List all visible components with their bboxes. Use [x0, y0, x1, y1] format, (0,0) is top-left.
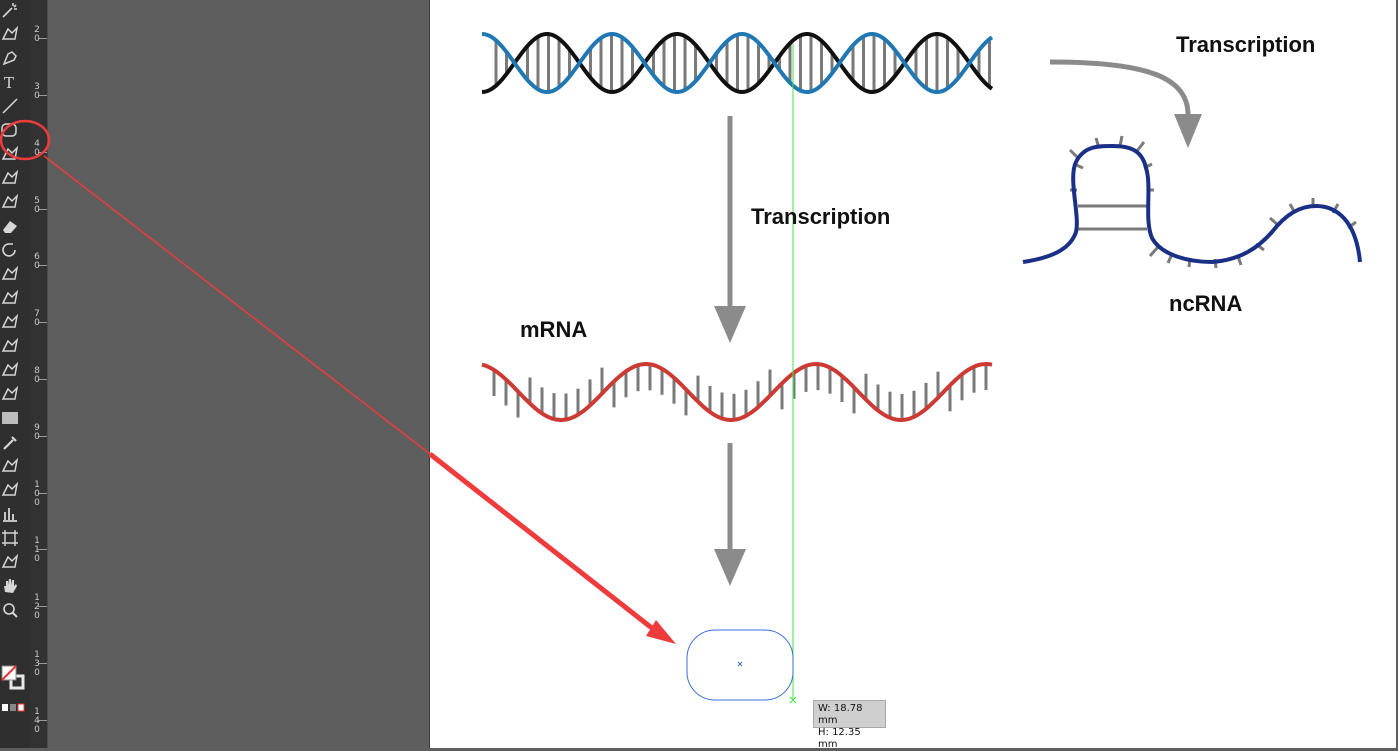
line-segment-icon	[2, 98, 18, 114]
pencil-tool[interactable]	[0, 168, 22, 188]
puppet-warp-icon	[1, 289, 19, 304]
dimension-tooltip: W: 18.78 mm H: 12.35 mm	[813, 700, 886, 750]
tooltip-height: H: 12.35 mm	[818, 727, 861, 750]
column-graph-icon	[3, 508, 17, 522]
tools-panel: T	[0, 0, 31, 748]
ruler-tick	[38, 493, 47, 494]
artboard-tool[interactable]	[0, 528, 22, 548]
eyedropper-tool[interactable]	[0, 432, 22, 452]
blend-tool[interactable]	[0, 456, 22, 476]
ruler-tick	[38, 38, 47, 39]
type-tool[interactable]: T	[0, 72, 22, 92]
color-mode-icon	[2, 703, 25, 712]
zoom-icon	[3, 603, 18, 618]
rotate-icon	[2, 243, 16, 257]
ruler-tick	[38, 95, 47, 96]
slice-tool[interactable]	[0, 552, 22, 572]
perspective-grid-icon	[1, 361, 19, 376]
free-transform-icon	[1, 313, 19, 328]
ruler-tick	[38, 265, 47, 266]
mrna-label: mRNA	[520, 317, 588, 342]
perspective-grid-tool[interactable]	[0, 360, 22, 380]
shape-builder-tool[interactable]	[0, 336, 22, 356]
eraser-tool[interactable]	[0, 216, 22, 236]
paintbrush-icon	[1, 145, 19, 160]
pen-tool[interactable]	[0, 48, 22, 68]
scale-icon	[1, 265, 19, 280]
rotate-tool[interactable]	[0, 240, 22, 260]
magic-wand-icon	[2, 3, 17, 18]
gradient-tool[interactable]	[0, 408, 22, 428]
pen-icon	[2, 51, 17, 66]
color-mode-buttons[interactable]	[2, 700, 26, 712]
ncrna-label: ncRNA	[1169, 291, 1243, 316]
transcription-label-right: Transcription	[1176, 32, 1316, 57]
ruler-tick	[38, 720, 47, 721]
column-graph-tool[interactable]	[0, 504, 22, 524]
mesh-tool[interactable]	[0, 384, 22, 404]
zoom-tool[interactable]	[0, 600, 22, 620]
ruler-tick	[38, 663, 47, 664]
eyedropper-icon	[3, 436, 17, 450]
ruler-tick	[38, 379, 47, 380]
ruler-tick	[38, 549, 47, 550]
ruler-tick	[38, 209, 47, 210]
pencil-icon	[1, 169, 19, 184]
magic-wand-tool[interactable]	[0, 0, 22, 20]
shaper-tool[interactable]	[0, 192, 22, 212]
shape-builder-icon	[1, 337, 19, 352]
free-transform-tool[interactable]	[0, 312, 22, 332]
slice-icon	[1, 553, 19, 568]
artboard-icon	[2, 530, 18, 546]
paintbrush-tool[interactable]	[0, 144, 22, 164]
blend-icon	[1, 457, 19, 472]
line-segment-tool[interactable]	[0, 96, 22, 116]
eraser-icon	[3, 221, 17, 233]
shaper-icon	[1, 193, 19, 208]
fill-stroke-icon	[1, 665, 25, 690]
fill-stroke-swatch[interactable]	[1, 664, 27, 692]
rounded-rectangle-tool[interactable]	[0, 120, 22, 140]
symbol-sprayer-tool[interactable]	[0, 480, 22, 500]
type-icon: T	[4, 74, 14, 92]
rounded-rectangle-icon	[1, 123, 17, 137]
gradient-icon	[2, 412, 18, 424]
mesh-icon	[1, 385, 19, 400]
ruler-tick	[38, 436, 47, 437]
lasso-icon	[1, 25, 19, 40]
hand-icon	[4, 579, 17, 593]
artboard[interactable]	[429, 0, 1396, 748]
ruler-tick	[38, 606, 47, 607]
svg-text:T: T	[4, 74, 14, 92]
scale-tool[interactable]	[0, 264, 22, 284]
lasso-tool[interactable]	[0, 24, 22, 44]
symbol-sprayer-icon	[1, 481, 19, 496]
ruler-tick	[38, 322, 47, 323]
puppet-warp-tool[interactable]	[0, 288, 22, 308]
tooltip-width: W: 18.78 mm	[818, 703, 863, 726]
hand-tool[interactable]	[0, 576, 22, 596]
transcription-label-main: Transcription	[751, 204, 891, 229]
